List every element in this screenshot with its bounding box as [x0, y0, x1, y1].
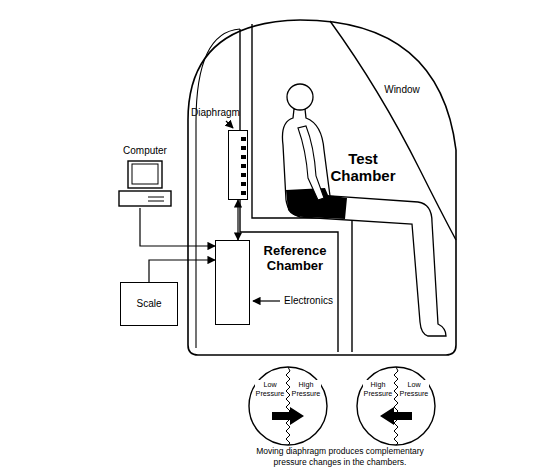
computer-base [119, 191, 171, 206]
leader-line [253, 300, 280, 301]
connector-arrow [237, 200, 238, 240]
diaphragm-hole [241, 137, 246, 141]
pressure-label: Low Pressure [399, 380, 429, 398]
computer-drawing [118, 160, 172, 208]
chamber-label: Reference Chamber [255, 243, 335, 273]
connector-arrow [149, 260, 215, 282]
monitor [128, 161, 162, 188]
direction-arrow [380, 407, 412, 425]
pressure-label: High Pressure [291, 380, 321, 398]
diaphragm-hole [241, 155, 246, 159]
pod-shell [188, 20, 456, 355]
drive-slot [148, 197, 164, 198]
diaphragm-label: Diaphragm [191, 107, 240, 119]
pressure-label: High Pressure [363, 380, 393, 398]
pressure-circle: High Pressure Low Pressure [356, 366, 436, 446]
person-head [287, 84, 313, 110]
drive-slot [148, 201, 164, 202]
screen [132, 164, 158, 184]
diaphragm-hole [241, 182, 246, 186]
scale-box: Scale [120, 282, 178, 326]
electronics-label: Electronics [284, 295, 333, 307]
person-arm [298, 126, 324, 200]
diaphragm-holes [229, 131, 249, 201]
diaphragm-hole [241, 173, 246, 177]
diaphragm-line [394, 367, 398, 445]
diaphragm-hole [241, 164, 246, 168]
node-label: Computer [123, 145, 167, 157]
circle-outline [357, 367, 435, 445]
computer-icon: Computer [118, 160, 172, 208]
diaphragm-hole [241, 146, 246, 150]
direction-arrow [272, 407, 304, 425]
pressure-label: Low Pressure [255, 380, 285, 398]
pressure-circle: Low Pressure High Pressure [248, 366, 328, 446]
pressure-circle-drawing [248, 366, 328, 446]
diaphragm-line [286, 367, 290, 445]
box-label: Scale [136, 298, 161, 310]
connector-arrow [140, 208, 215, 246]
chamber-label: Test Chamber [328, 150, 398, 184]
diaphragm-hole [241, 191, 246, 195]
leader-line [226, 121, 233, 128]
caption: Moving diaphragm produces complementary … [240, 446, 440, 468]
pressure-circle-drawing [356, 366, 436, 446]
electronics-box: Electronics [215, 240, 250, 325]
window-label: Window [380, 84, 424, 96]
person-body [282, 109, 446, 336]
diaphragm: Diaphragm [228, 130, 248, 200]
circle-outline [249, 367, 327, 445]
